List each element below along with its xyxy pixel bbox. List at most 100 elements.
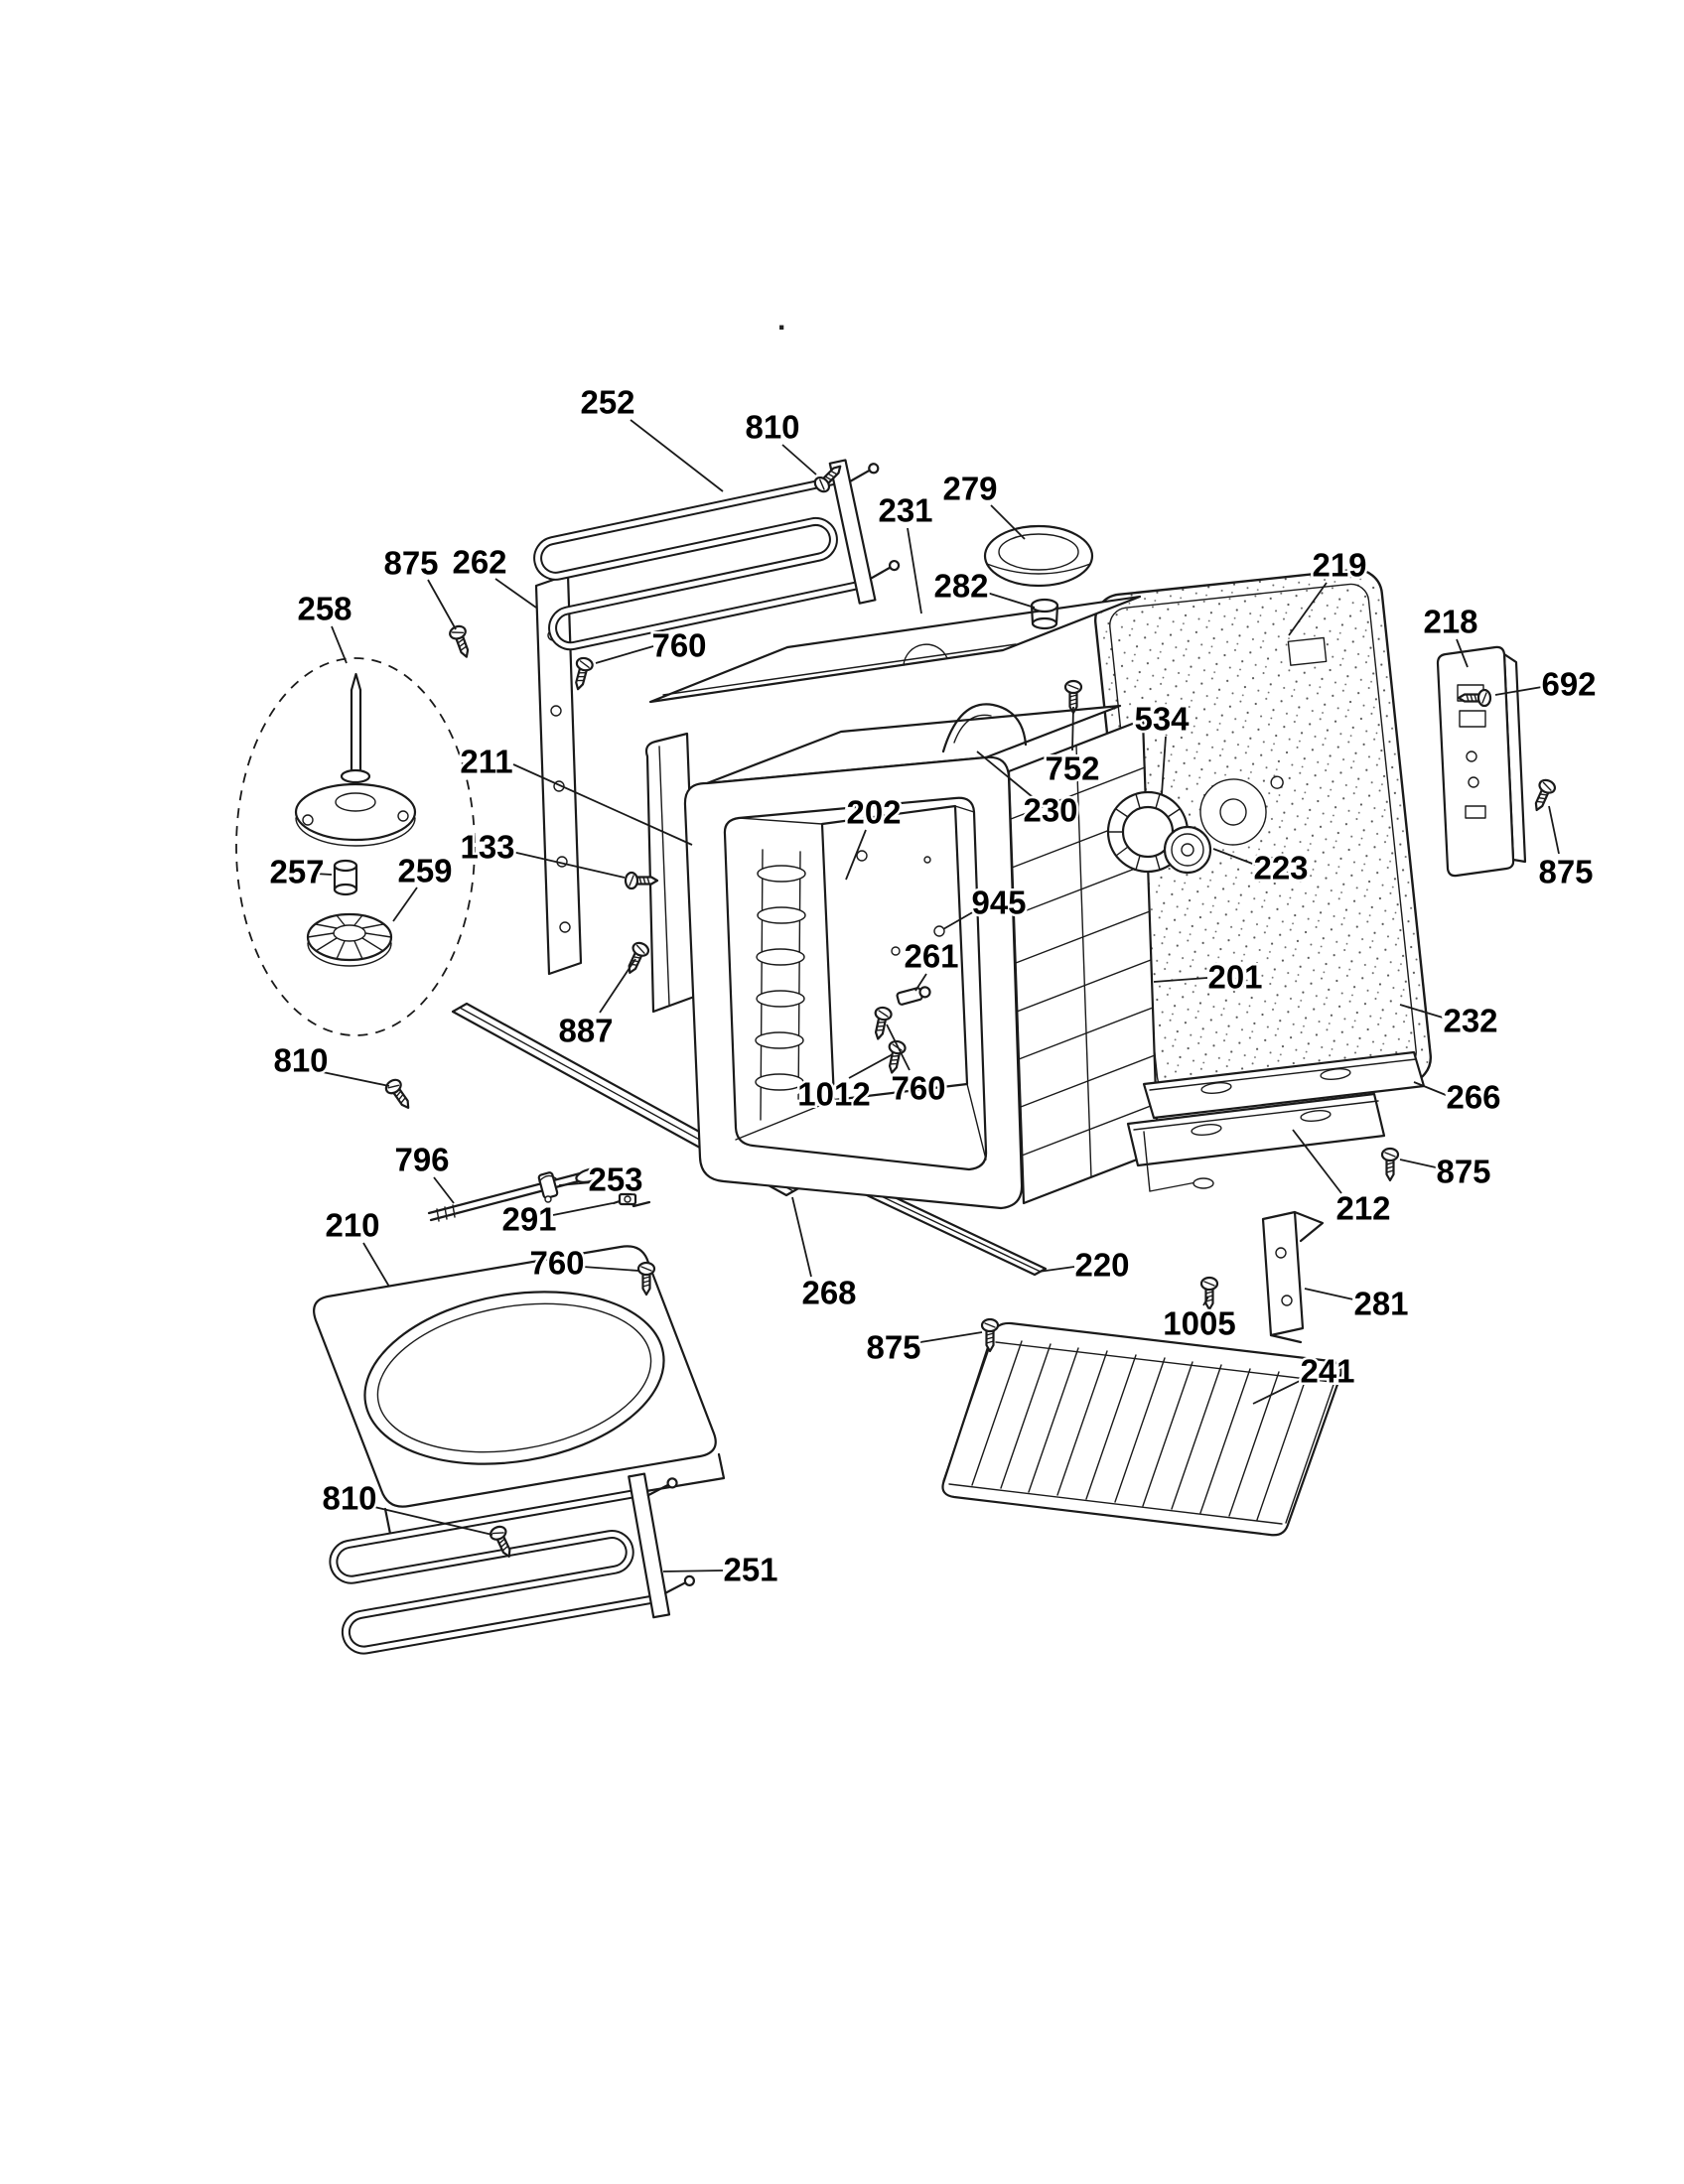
callout-810-bottom-left: 810: [320, 1477, 493, 1536]
leader-line: [907, 527, 922, 614]
callout-534: 534: [1132, 698, 1193, 795]
support-plate-212: [1126, 1092, 1386, 1192]
leader-line: [1153, 977, 1208, 983]
part-number-label: 257: [269, 854, 324, 890]
leader-line: [1548, 805, 1560, 855]
leader-line: [494, 578, 537, 609]
callout-251: 251: [662, 1549, 780, 1590]
stray-mark: .: [777, 304, 785, 337]
part-number-label: 1012: [797, 1076, 870, 1113]
mounting-rail-262: [534, 573, 583, 976]
vent-dome-279: [983, 524, 1094, 588]
callout-253: 253: [558, 1159, 645, 1200]
leader-line: [1288, 582, 1328, 636]
cavity-interior: [723, 796, 988, 1171]
leader-line: [362, 1242, 390, 1288]
callout-258: 258: [295, 588, 354, 664]
part-number-label: 223: [1253, 850, 1308, 887]
part-number-label: 1005: [1163, 1305, 1235, 1342]
callout-232: 232: [1399, 1000, 1500, 1041]
part-number-label: 945: [971, 885, 1026, 921]
part-number-label: 268: [801, 1275, 856, 1311]
screw-810-mid-left: [382, 1075, 416, 1114]
leader-line: [314, 873, 333, 876]
callout-211: 211: [458, 741, 693, 846]
sensor-bulb: [575, 1167, 605, 1183]
leader-line: [791, 1196, 812, 1278]
leader-line: [512, 763, 693, 846]
part-number-label: 752: [1045, 751, 1099, 787]
callout-230: 230: [976, 751, 1080, 831]
part-number-label: 231: [878, 492, 932, 529]
callout-945: 945: [942, 882, 1029, 930]
leader-line: [1304, 1288, 1354, 1300]
gas-nozzle-261: [896, 986, 931, 1006]
leader-line: [781, 444, 817, 476]
callout-252: 252: [578, 381, 724, 492]
part-number-label: 534: [1134, 701, 1190, 738]
part-number-label: 810: [745, 409, 799, 446]
sensor-shaft-258: [294, 672, 417, 847]
leader-line: [990, 504, 1026, 540]
callout-887: 887: [556, 958, 636, 1051]
callout-220: 220: [1038, 1244, 1132, 1286]
leader-line: [552, 1202, 614, 1216]
rack-support-embossing: [755, 849, 806, 1121]
callout-760-mid: 760: [886, 1024, 948, 1109]
callout-810-top: 810: [743, 406, 817, 476]
part-number-label: 133: [460, 829, 514, 866]
part-number-label: 266: [1446, 1079, 1500, 1116]
callout-282: 282: [931, 565, 1036, 609]
callout-201: 201: [1153, 956, 1265, 998]
part-number-label: 211: [460, 744, 512, 780]
part-number-label: 202: [846, 794, 901, 831]
leader-line: [1202, 1296, 1209, 1306]
leader-line: [331, 625, 348, 664]
callout-692: 692: [1494, 663, 1599, 705]
callout-281: 281: [1304, 1283, 1411, 1324]
leader-line: [914, 973, 927, 992]
callout-212: 212: [1292, 1129, 1393, 1229]
leader-line: [630, 419, 724, 492]
part-number-label: 220: [1074, 1247, 1129, 1284]
leg-bracket: [1143, 1131, 1202, 1192]
callout-875-top-left: 875: [381, 542, 457, 630]
vent-hump-230: [941, 703, 1028, 753]
part-number-label: 875: [1436, 1154, 1490, 1190]
broil-element-252: [531, 454, 906, 667]
leader-line: [845, 829, 867, 881]
callout-875-right-bottom: 875: [1399, 1151, 1493, 1192]
part-number-label: 760: [529, 1245, 584, 1282]
top-cover-231: [648, 595, 1142, 704]
leader-line: [1038, 1266, 1075, 1273]
part-number-label: 796: [394, 1142, 449, 1178]
part-number-label: 810: [322, 1480, 376, 1517]
leader-line: [942, 909, 977, 930]
callout-210: 210: [323, 1204, 390, 1288]
part-number-label: 201: [1207, 959, 1262, 996]
leader-line: [427, 579, 457, 630]
callout-291: 291: [499, 1198, 614, 1240]
part-number-label: 252: [580, 384, 634, 421]
panel-label-sticker: [1287, 636, 1328, 666]
support-bracket-281: [1261, 1210, 1325, 1344]
part-number-label: 212: [1335, 1190, 1390, 1227]
control-module-218: [1436, 645, 1527, 878]
leader-line: [1212, 848, 1256, 866]
back-wall-hole-945: [933, 925, 945, 937]
callout-810-mid-left: 810: [271, 1039, 390, 1087]
screw-875-right-bottom: [1380, 1147, 1400, 1182]
assembly-boundary-258: [235, 657, 476, 1036]
part-number-label: 810: [273, 1042, 328, 1079]
part-number-label: 262: [452, 544, 506, 581]
part-number-label: 282: [933, 568, 988, 605]
part-number-label: 760: [891, 1070, 945, 1107]
leader-line: [1413, 1081, 1447, 1096]
leader-line: [848, 1053, 894, 1079]
leader-line: [1252, 1379, 1303, 1405]
leader-line: [1292, 1129, 1342, 1194]
leader-line: [986, 592, 1036, 609]
bake-element-251: [328, 1468, 699, 1670]
callout-223: 223: [1212, 847, 1311, 888]
